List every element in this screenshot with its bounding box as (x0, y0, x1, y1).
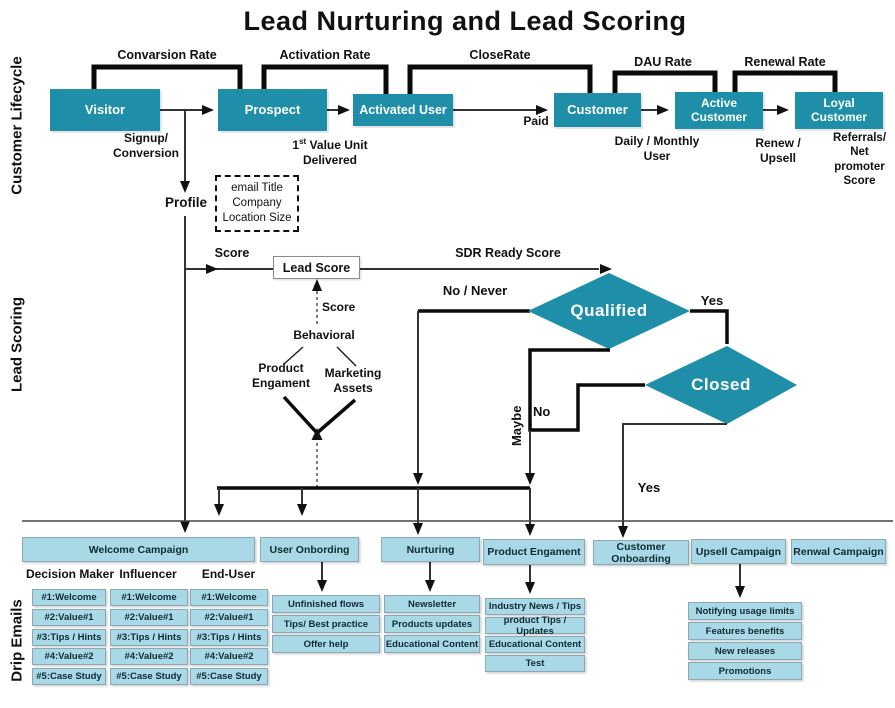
signup-conversion-label: Signup/ Conversion (112, 131, 179, 160)
profile-label: Profile (164, 195, 207, 210)
campaign-user-onbording: User Onbording (260, 537, 359, 562)
sdr-ready-score-label: SDR Ready Score (455, 246, 561, 260)
campaign-nurturing: Nurturing (381, 537, 480, 562)
stage-box-visitor: Visitor (50, 89, 160, 131)
qualified-diamond (528, 273, 690, 349)
drip-item: Tips/ Best practice (272, 615, 380, 633)
drip-item: Educational Content (485, 636, 585, 653)
rate-label-conversion: Convarsion Rate (117, 48, 217, 62)
drip-item: #2:Value#1 (32, 609, 106, 626)
page-title: Lead Nurturing and Lead Scoring (243, 6, 687, 36)
drip-item: #1:Welcome (32, 589, 106, 606)
campaign-product-engament: Product Engament (483, 539, 585, 565)
drip-item: #1:Welcome (110, 589, 188, 606)
drip-item: #2:Value#1 (110, 609, 188, 626)
lead-score-box: Lead Score (273, 256, 360, 279)
persona-header-end-user: End-User (201, 567, 256, 581)
drip-item: Features benefits (688, 622, 802, 640)
yes-qualified-label: Yes (700, 293, 724, 308)
stage-box-active-customer: Active Customer (675, 92, 763, 129)
drip-item: #5:Case Study (32, 668, 106, 685)
drip-item: New releases (688, 642, 802, 660)
drip-item: Products updates (384, 615, 480, 633)
daily-monthly-label: Daily / Monthly User (614, 134, 700, 163)
no-label: No (533, 404, 551, 419)
rate-label-close: CloseRate (469, 48, 531, 62)
profile-attributes-box: email Title Company Location Size (215, 175, 299, 232)
section-label-lead-scoring: Lead Scoring (8, 296, 26, 393)
paid-label: Paid (523, 114, 549, 128)
bracket-close-rate (407, 64, 593, 94)
campaign-customer-onboarding: Customer Onboarding (593, 540, 689, 565)
drip-item: #2:Value#1 (190, 609, 268, 626)
no-never-label: No / Never (442, 283, 508, 298)
campaign-upsell: Upsell Campaign (691, 539, 786, 564)
persona-header-influencer: Influencer (119, 567, 177, 581)
drip-item: #4:Value#2 (32, 648, 106, 665)
drip-item: Offer help (272, 635, 380, 653)
drip-item: #3:Tips / Hints (32, 629, 106, 646)
referrals-label: Referrals/ Net promoter Score (832, 132, 887, 188)
rate-label-activation: Activation Rate (279, 48, 371, 62)
campaign-welcome: Welcome Campaign (22, 537, 255, 562)
drip-item: #4:Value#2 (190, 648, 268, 665)
rate-label-renewal: Renewal Rate (744, 55, 826, 69)
score-up-label: Score (322, 300, 356, 314)
bracket-dau-rate (612, 70, 718, 93)
drip-item: #1:Welcome (190, 589, 268, 606)
marketing-assets-label: Marketing Assets (324, 366, 382, 395)
stage-box-loyal-customer: Loyal Customer (795, 92, 883, 129)
drip-item: #5:Case Study (190, 668, 268, 685)
renew-upsell-label: Renew / Upsell (755, 136, 801, 165)
drip-item: product Tips / Updates (485, 615, 585, 637)
stage-box-activated-user: Activated User (353, 94, 453, 126)
campaign-renwal: Renwal Campaign (791, 539, 886, 564)
closed-diamond-label: Closed (691, 375, 751, 394)
drip-item: Promotions (688, 662, 802, 680)
bracket-renewal-rate (732, 70, 838, 92)
drip-item: #4:Value#2 (110, 648, 188, 665)
score-in-label: Score (214, 246, 250, 260)
maybe-label: Maybe (509, 405, 525, 447)
section-label-drip-emails: Drip Emails (8, 599, 26, 682)
drip-item: Newsletter (384, 595, 480, 613)
persona-header-decision-maker: Decision Maker (25, 567, 115, 581)
rate-label-dau: DAU Rate (634, 55, 692, 69)
drip-item: Industry News / Tips (485, 598, 585, 615)
section-label-customer-lifecycle: Customer Lifecycle (8, 56, 26, 195)
bracket-activation-rate (261, 64, 389, 94)
yes-closed-label: Yes (637, 480, 661, 495)
drip-item: #3:Tips / Hints (190, 629, 268, 646)
stage-box-customer: Customer (554, 93, 641, 127)
product-engament-label: Product Engament (251, 361, 310, 390)
behavioral-label: Behavioral (293, 328, 355, 342)
bracket-conversion-rate (91, 64, 243, 89)
closed-diamond (645, 346, 797, 424)
drip-item: Test (485, 655, 585, 672)
drip-item: Notifying usage limits (688, 602, 802, 620)
drip-item: Educational Content (384, 635, 480, 653)
drip-item: Unfinished flows (272, 595, 380, 613)
qualified-diamond-label: Qualified (570, 301, 648, 320)
stage-box-prospect: Prospect (218, 89, 327, 131)
drip-item: #5:Case Study (110, 668, 188, 685)
drip-item: #3:Tips / Hints (110, 629, 188, 646)
